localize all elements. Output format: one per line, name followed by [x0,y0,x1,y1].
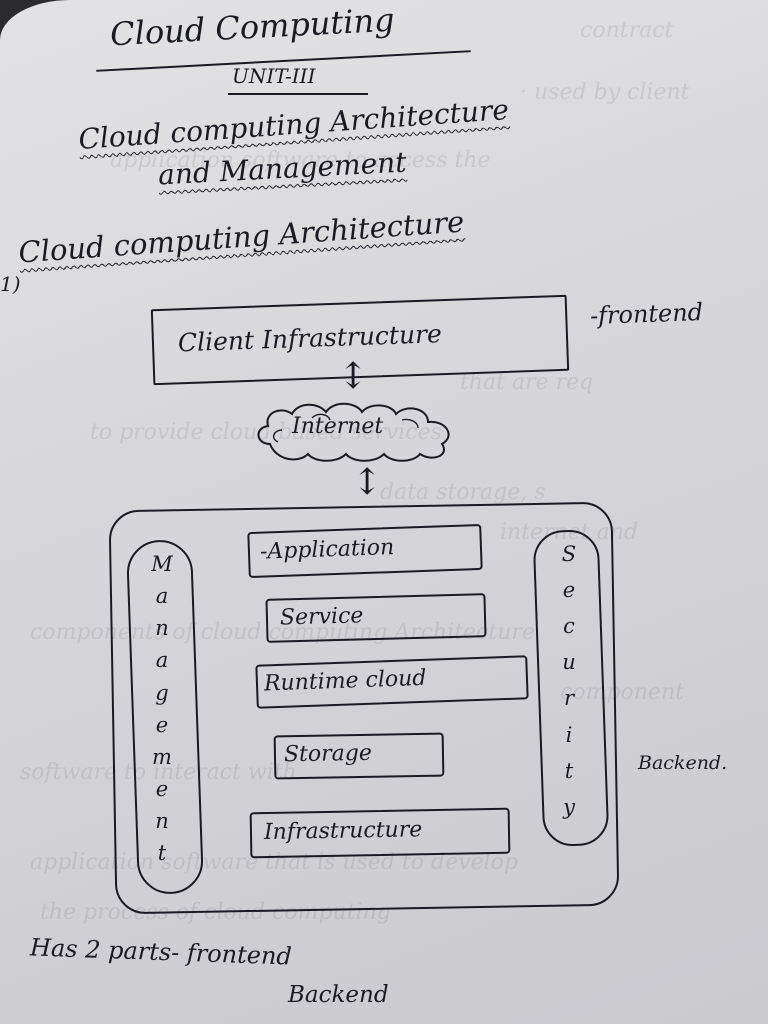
infrastructure-layer-label: Infrastructure [263,817,423,846]
management-letter: M [151,552,173,576]
unit-label: UNIT-III [232,64,316,88]
management-letter: a [155,648,169,673]
runtime-cloud-layer-label: Runtime cloud [263,665,427,697]
management-letter: n [155,809,169,833]
security-letter: r [563,686,575,711]
security-letter: c [563,614,575,639]
page-title: Cloud Computing [109,0,396,54]
service-layer-box: Service [265,593,487,643]
topic-line-1: Cloud computing Architecture [77,92,510,157]
storage-layer-label: Storage [283,740,373,768]
security-letter: t [564,758,574,783]
management-letters: M a n a g e m e n t [144,548,180,869]
security-letter: i [565,722,573,747]
section-heading: Cloud computing Architecture [17,204,466,270]
application-layer-box: -Application [247,523,483,579]
management-letter: t [157,841,167,866]
footer-line-2: Backend [288,982,389,1008]
application-layer-label: -Application [259,534,395,565]
service-layer-label: Service [279,603,364,631]
infrastructure-layer-box: Infrastructure [249,807,511,859]
internet-label: Internet [292,414,384,439]
security-letter: y [563,794,575,819]
unit-underline [228,93,368,95]
security-letter: e [562,578,576,603]
footer-line-1: Has 2 parts- frontend [29,933,293,971]
management-letter: n [155,616,169,641]
arrow-client-internet: ↕ [338,356,369,397]
backend-label: Backend. [638,752,728,774]
management-letter: e [155,712,169,737]
internet-cloud-icon [257,402,450,462]
arrow-internet-backend: ↕ [352,462,383,503]
storage-layer-box: Storage [273,732,445,780]
management-letter: g [155,680,169,705]
security-letter: u [562,650,576,675]
management-letter: m [152,744,172,769]
management-letter: e [155,776,169,801]
frontend-label: -frontend [589,298,704,330]
security-letter: S [561,542,577,566]
section-number: 1) [0,272,21,296]
management-letter: a [155,584,169,609]
security-letters: S e c u r i t y [551,536,587,825]
client-infrastructure-label: Client Infrastructure [177,319,443,358]
